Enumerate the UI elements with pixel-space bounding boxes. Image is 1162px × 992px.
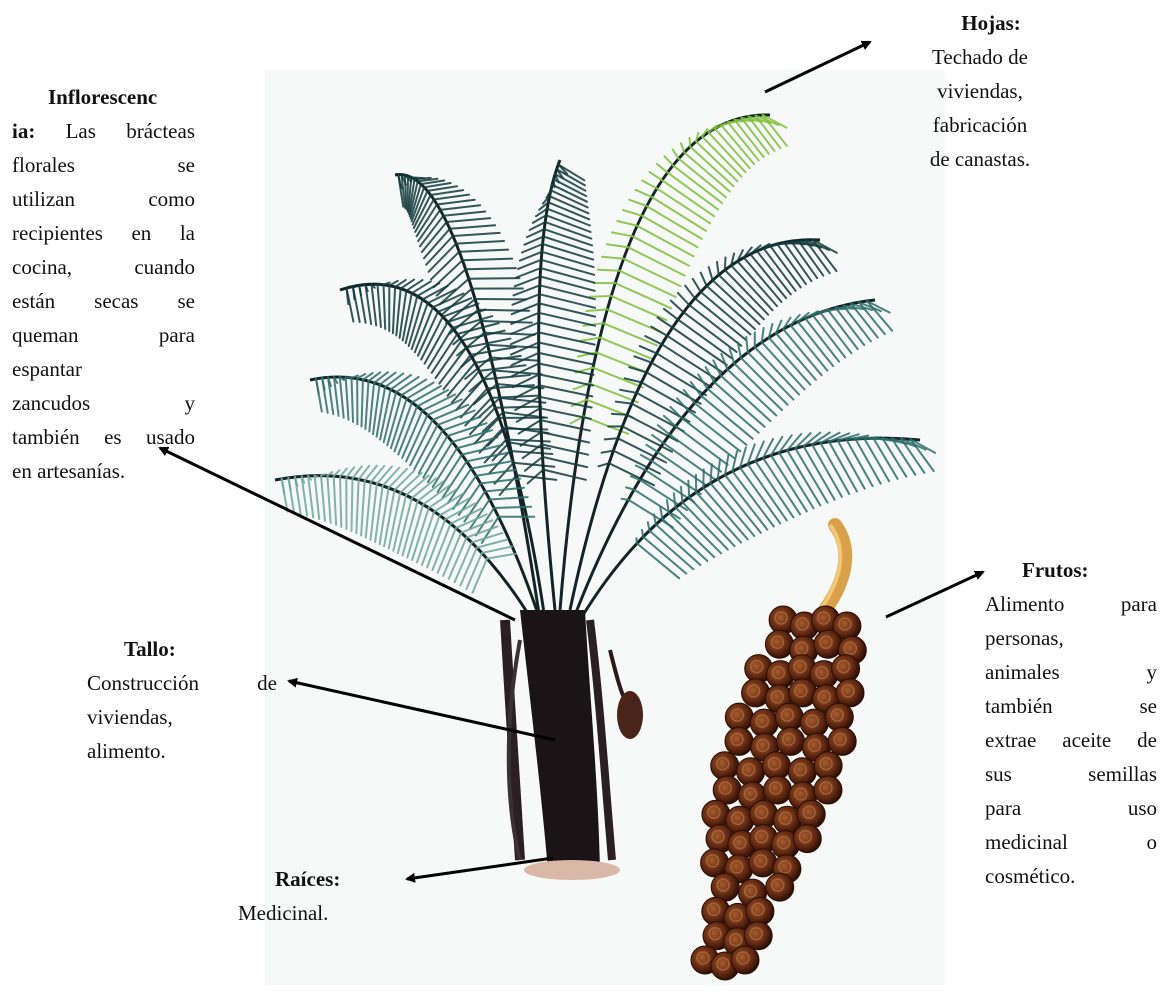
inflorescencia-title: Inflorescenc	[48, 85, 157, 109]
frutos-line: para uso	[985, 791, 1157, 825]
inflorescencia-line: zancudos y	[12, 386, 195, 420]
hojas-line: viviendas,	[905, 74, 1055, 108]
frutos-line: sus semillas	[985, 757, 1157, 791]
raices-title: Raíces:	[275, 867, 340, 891]
inflorescencia-line: en artesanías.	[12, 454, 195, 488]
frutos-line: extrae aceite de	[985, 723, 1157, 757]
hojas-line: fabricación	[905, 108, 1055, 142]
frutos-line: cosmético.	[985, 859, 1157, 893]
inflorescencia-line: espantar	[12, 352, 195, 386]
inflorescencia-line: cocina, cuando	[12, 250, 195, 284]
tallo-title: Tallo:	[124, 637, 176, 661]
inflorescencia-line: florales se	[12, 148, 195, 182]
inflorescencia-line: también es usado	[12, 420, 195, 454]
label-hojas: Hojas: Techado de viviendas, fabricación…	[905, 6, 1055, 176]
hojas-title: Hojas:	[961, 11, 1021, 35]
inflorescencia-line: utilizan como	[12, 182, 195, 216]
inflorescencia-line: están secas se	[12, 284, 195, 318]
frutos-line: Alimento para	[985, 587, 1157, 621]
frutos-line: personas,	[985, 621, 1157, 655]
tallo-line: alimento.	[87, 734, 277, 768]
tallo-line: viviendas,	[87, 700, 277, 734]
inflorescencia-title-end: ia:	[12, 119, 35, 143]
label-tallo: Tallo: Construcción de viviendas, alimen…	[87, 632, 277, 768]
hojas-line: de canastas.	[905, 142, 1055, 176]
tallo-line: Construcción de	[87, 666, 277, 700]
frutos-title: Frutos:	[1022, 558, 1089, 582]
label-frutos: Frutos: Alimento para personas, animales…	[985, 553, 1157, 893]
frutos-line: medicinal o	[985, 825, 1157, 859]
inflorescencia-line: Las brácteas	[66, 119, 195, 143]
label-inflorescencia: Inflorescenc ia: Las brácteas florales s…	[12, 80, 195, 488]
frutos-line: también se	[985, 689, 1157, 723]
frutos-line: animales y	[985, 655, 1157, 689]
inflorescencia-line: queman para	[12, 318, 195, 352]
raices-line: Medicinal.	[238, 896, 378, 930]
label-raices: Raíces: Medicinal.	[238, 862, 378, 930]
hojas-line: Techado de	[905, 40, 1055, 74]
inflorescencia-line: recipientes en la	[12, 216, 195, 250]
